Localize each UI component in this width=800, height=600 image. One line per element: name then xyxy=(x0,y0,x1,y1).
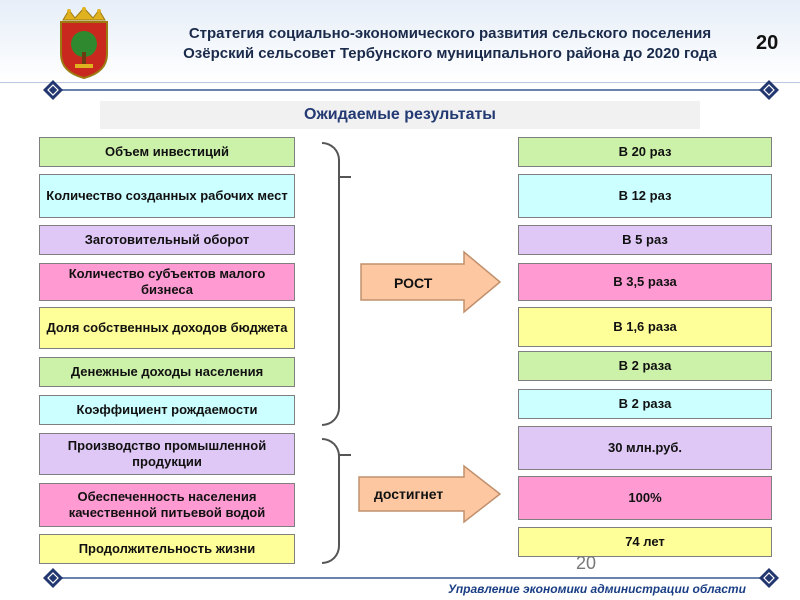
header-banner: Стратегия социально-экономического разви… xyxy=(0,0,800,83)
result-box: В 2 раза xyxy=(518,389,772,419)
diamond-ornament-icon xyxy=(759,80,779,100)
indicator-box: Объем инвестиций xyxy=(39,137,295,167)
title-line-2: Озёрский сельсовет Тербунского муниципал… xyxy=(183,45,717,62)
diamond-ornament-icon xyxy=(759,568,779,588)
achieve-bracket-tick xyxy=(339,454,351,456)
bottom-divider xyxy=(56,577,766,579)
indicator-box: Денежные доходы населения xyxy=(39,357,295,387)
growth-label: РОСТ xyxy=(394,275,433,291)
growth-bracket xyxy=(322,142,340,426)
indicator-box: Заготовительный оборот xyxy=(39,225,295,255)
top-divider xyxy=(56,89,766,91)
achieve-label: достигнет xyxy=(374,486,444,502)
result-box: 100% xyxy=(518,476,772,520)
diamond-ornament-icon xyxy=(43,568,63,588)
achieve-arrow-icon xyxy=(358,464,502,524)
indicator-box: Продолжительность жизни xyxy=(39,534,295,564)
footer-organization: Управление экономики администрации облас… xyxy=(448,582,746,596)
growth-bracket-tick xyxy=(339,176,351,178)
result-box: В 5 раз xyxy=(518,225,772,255)
diamond-ornament-icon xyxy=(43,80,63,100)
page-title: Стратегия социально-экономического разви… xyxy=(120,24,780,64)
page-number: 20 xyxy=(756,32,779,54)
result-box: В 12 раз xyxy=(518,174,772,218)
section-subtitle: Ожидаемые результаты xyxy=(100,101,700,129)
result-box: 74 лет xyxy=(518,527,772,557)
result-box: В 1,6 раза xyxy=(518,307,772,347)
indicator-box: Количество созданных рабочих мест xyxy=(39,174,295,218)
indicator-box: Производство промышленной продукции xyxy=(39,433,295,475)
result-box: В 3,5 раза xyxy=(518,263,772,301)
result-box: В 2 раза xyxy=(518,351,772,381)
title-line-1: Стратегия социально-экономического разви… xyxy=(188,25,712,42)
slide-number: 20 xyxy=(576,553,597,573)
achieve-bracket xyxy=(322,438,340,564)
result-box: 30 млн.руб. xyxy=(518,426,772,470)
coat-of-arms-icon xyxy=(60,7,108,80)
indicator-box: Доля собственных доходов бюджета xyxy=(39,307,295,349)
result-box: В 20 раз xyxy=(518,137,772,167)
indicator-box: Обеспеченность населения качественной пи… xyxy=(39,483,295,527)
indicator-box: Количество субъектов малого бизнеса xyxy=(39,263,295,301)
indicator-box: Коэффициент рождаемости xyxy=(39,395,295,425)
growth-arrow-icon xyxy=(360,250,502,314)
